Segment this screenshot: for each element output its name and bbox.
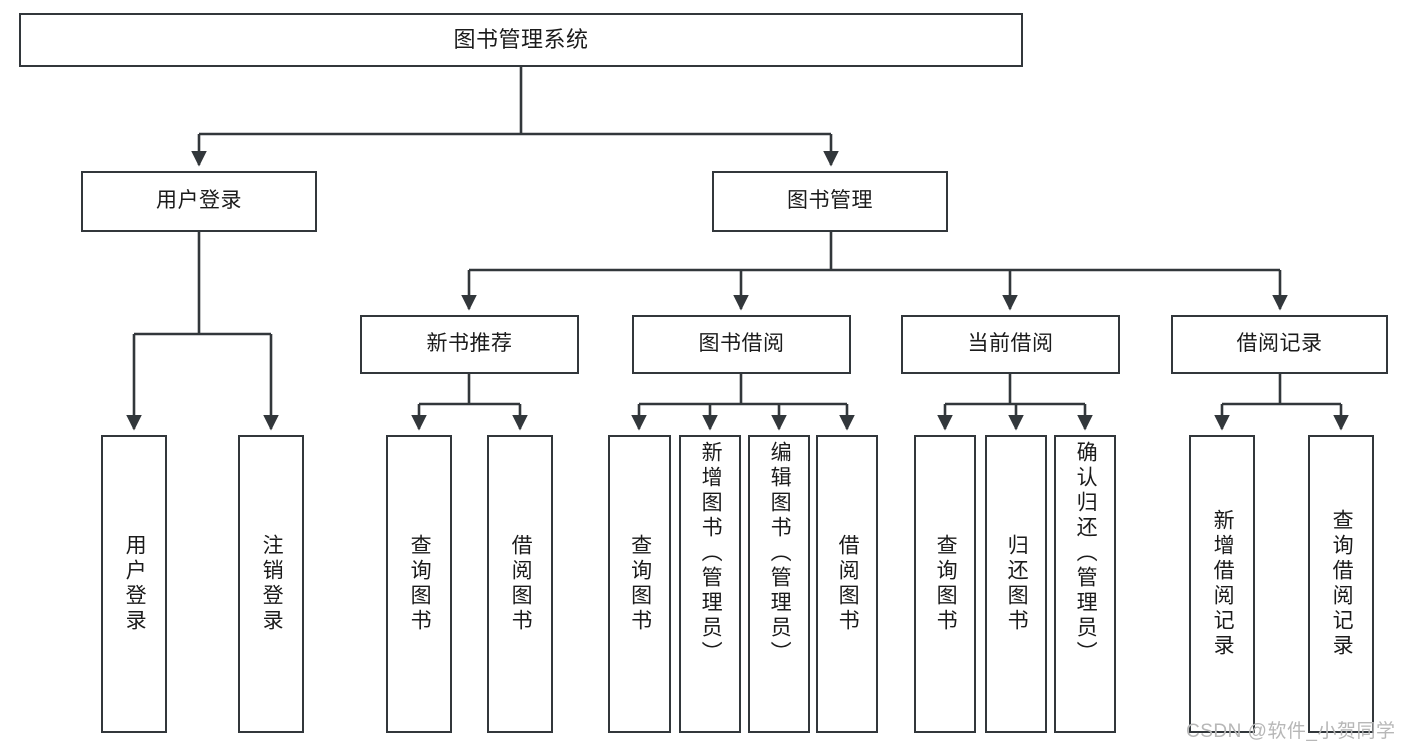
node-leaf-query-book-new[interactable]: 查询图书 bbox=[386, 435, 452, 733]
node-leaf-query-book-current[interactable]: 查询图书 bbox=[914, 435, 976, 733]
node-leaf-query-borrow-record[interactable]: 查询借阅记录 bbox=[1308, 435, 1374, 733]
node-current-borrow[interactable]: 当前借阅 bbox=[901, 315, 1120, 374]
node-book-borrow[interactable]: 图书借阅 bbox=[632, 315, 851, 374]
node-leaf-borrow-book-new[interactable]: 借阅图书 bbox=[487, 435, 553, 733]
node-new-book-recommend[interactable]: 新书推荐 bbox=[360, 315, 579, 374]
csdn-watermark: CSDN @软件_小贺同学 bbox=[1186, 721, 1396, 742]
node-leaf-user-login[interactable]: 用户登录 bbox=[101, 435, 167, 733]
node-leaf-logout[interactable]: 注销登录 bbox=[238, 435, 304, 733]
node-leaf-query-book-borrow[interactable]: 查询图书 bbox=[608, 435, 671, 733]
node-borrow-record[interactable]: 借阅记录 bbox=[1171, 315, 1388, 374]
node-book-management[interactable]: 图书管理 bbox=[712, 171, 948, 232]
node-leaf-borrow-book[interactable]: 借阅图书 bbox=[816, 435, 878, 733]
node-leaf-confirm-return-admin[interactable]: 确认归还（管理员） bbox=[1054, 435, 1116, 733]
node-root-system[interactable]: 图书管理系统 bbox=[19, 13, 1023, 67]
node-leaf-edit-book-admin[interactable]: 编辑图书（管理员） bbox=[748, 435, 810, 733]
node-user-login[interactable]: 用户登录 bbox=[81, 171, 317, 232]
node-leaf-add-borrow-record[interactable]: 新增借阅记录 bbox=[1189, 435, 1255, 733]
node-leaf-return-book[interactable]: 归还图书 bbox=[985, 435, 1047, 733]
node-leaf-add-book-admin[interactable]: 新增图书（管理员） bbox=[679, 435, 741, 733]
